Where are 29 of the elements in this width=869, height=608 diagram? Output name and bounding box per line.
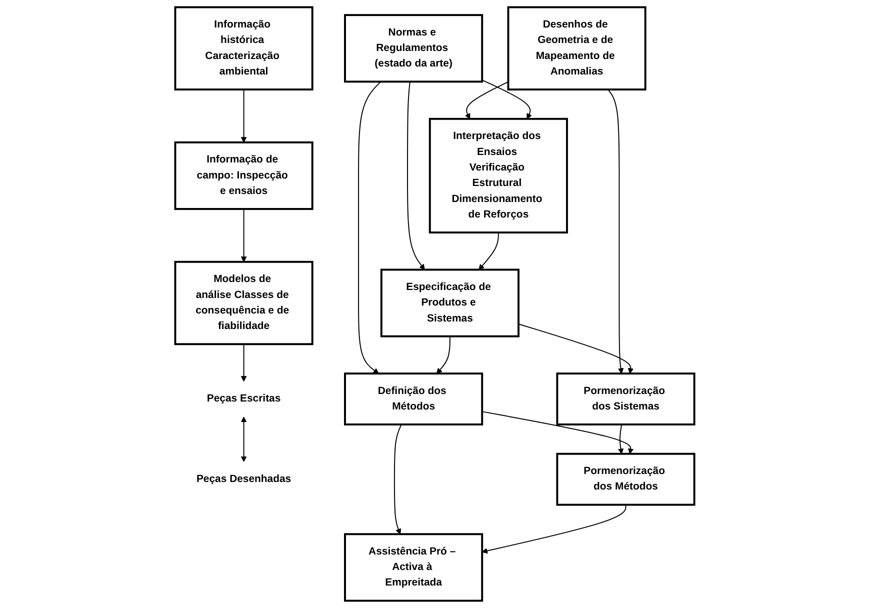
node-box: Modelos de análise Classes de consequência e de fiabilidade	[174, 260, 314, 346]
node-box: Definição dos Métodos	[344, 372, 483, 426]
arrow	[436, 336, 450, 374]
arrow	[618, 424, 624, 454]
arrow	[358, 81, 381, 374]
node-box: Assistência Pró – Activa à Empreitada	[344, 533, 483, 602]
arrow	[481, 80, 532, 120]
node-text: Peças Desenhadas	[196, 473, 291, 485]
arrow	[481, 411, 634, 454]
arrow	[240, 416, 246, 462]
node-box: Pormenorização dos Métodos	[556, 452, 696, 506]
node-box: Pormenorização dos Sistemas	[556, 372, 696, 426]
arrow	[482, 504, 626, 554]
node-text: Peças Escritas	[206, 393, 280, 404]
arrow	[607, 89, 624, 374]
arrow	[240, 89, 246, 143]
arrow	[478, 232, 499, 270]
arrow	[394, 424, 402, 534]
arrow	[240, 344, 246, 382]
arrow	[518, 324, 634, 374]
arrow	[240, 208, 246, 262]
node-box: Normas e Regulamentos (estado da arte)	[344, 14, 483, 83]
arrow	[464, 81, 508, 120]
node-box: Especificação de Produtos e Sistemas	[380, 268, 520, 338]
node-box: Desenhos de Geometria e de Mapeamento de Anomalias	[506, 6, 646, 90]
node-box: Informação histórica Caracterização ambiental	[174, 6, 314, 90]
arrow	[406, 81, 425, 270]
node-box: Informação de campo: Inspecção e ensaios	[174, 141, 314, 210]
node-box: Interpretação dos Ensaios Verificação Estrutural Dimensionamento de Reforços	[428, 118, 568, 234]
